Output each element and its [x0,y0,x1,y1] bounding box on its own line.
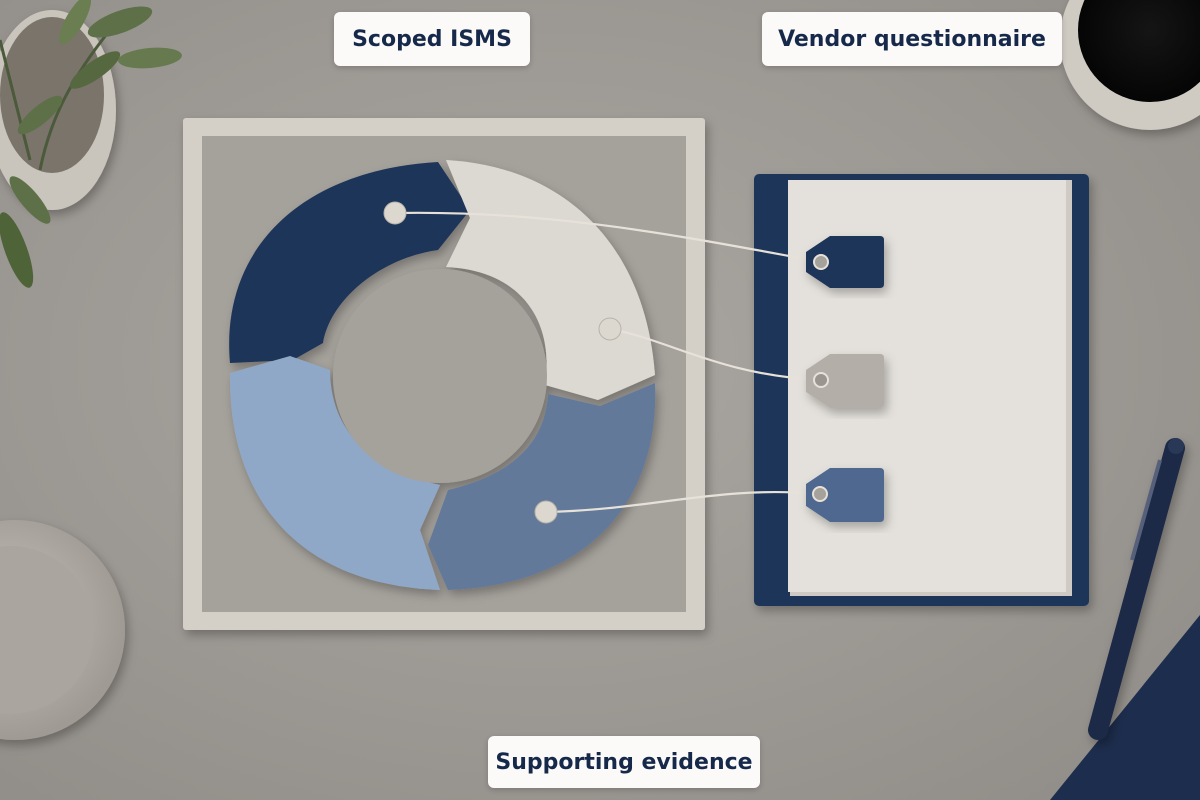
pin-top-left [383,201,407,225]
tag-grey [806,354,884,408]
segment-top-right [446,160,655,400]
pins [383,201,622,524]
label-vendor-questionnaire: Vendor questionnaire [762,12,1062,66]
tag-slate [806,468,884,522]
label-supporting-evidence: Supporting evidence [488,736,760,788]
pin-right [598,317,622,341]
coffee-cup [1060,0,1200,130]
potted-plant [0,0,182,288]
tag-navy [806,236,884,288]
connector-strings [395,211,823,514]
fabric-cloth [1050,615,1200,800]
pen [1088,438,1185,740]
segment-bottom-right [428,383,656,590]
donut-diagram [229,160,656,590]
notebook [754,174,1089,606]
label-scoped-isms: Scoped ISMS [334,12,530,66]
ceramic-bowl [0,520,125,740]
segment-bottom-left [229,356,440,590]
pin-bottom-right [534,500,558,524]
